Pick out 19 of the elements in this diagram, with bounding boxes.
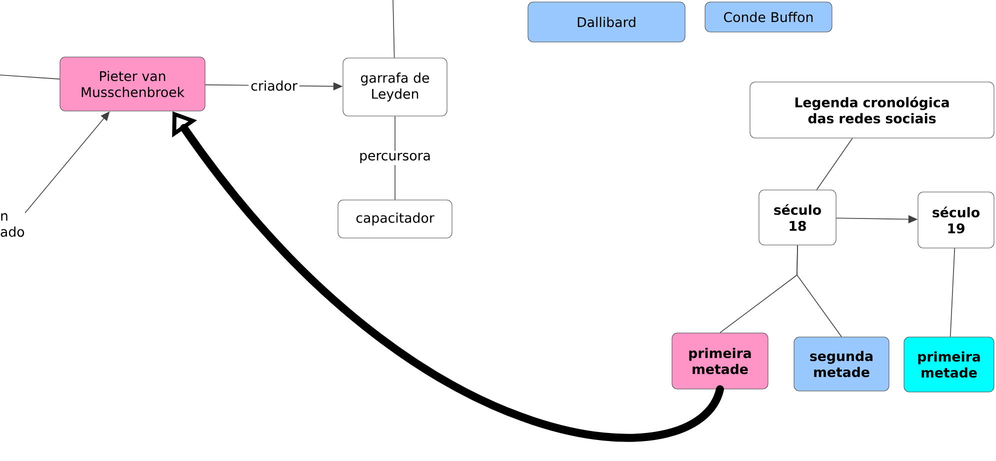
concept-box: primeira metade <box>672 332 768 390</box>
concept-text: n ado <box>0 213 24 237</box>
concept-box: garrafa de Leyden <box>342 58 448 116</box>
concept-box: segunda metade <box>794 336 890 392</box>
edge-label: criador <box>248 78 300 93</box>
concept-box: Conde Buffon <box>704 2 832 32</box>
connector-line <box>816 138 853 190</box>
concept-box: século 19 <box>918 192 994 248</box>
connector-line <box>392 0 395 58</box>
connector-line <box>0 74 60 80</box>
edge-label: percursora <box>357 150 433 166</box>
concept-box: Dallibard <box>528 2 686 42</box>
connector-line <box>796 244 842 338</box>
concept-box: Pieter van Musschenbroek <box>60 56 206 112</box>
concept-box: primeira metade <box>904 336 994 392</box>
concept-box: século 18 <box>758 190 836 246</box>
connector-line <box>950 248 956 338</box>
concept-box: capacitador <box>338 200 452 238</box>
concept-box: Legenda cronológica das redes sociais <box>750 82 994 138</box>
